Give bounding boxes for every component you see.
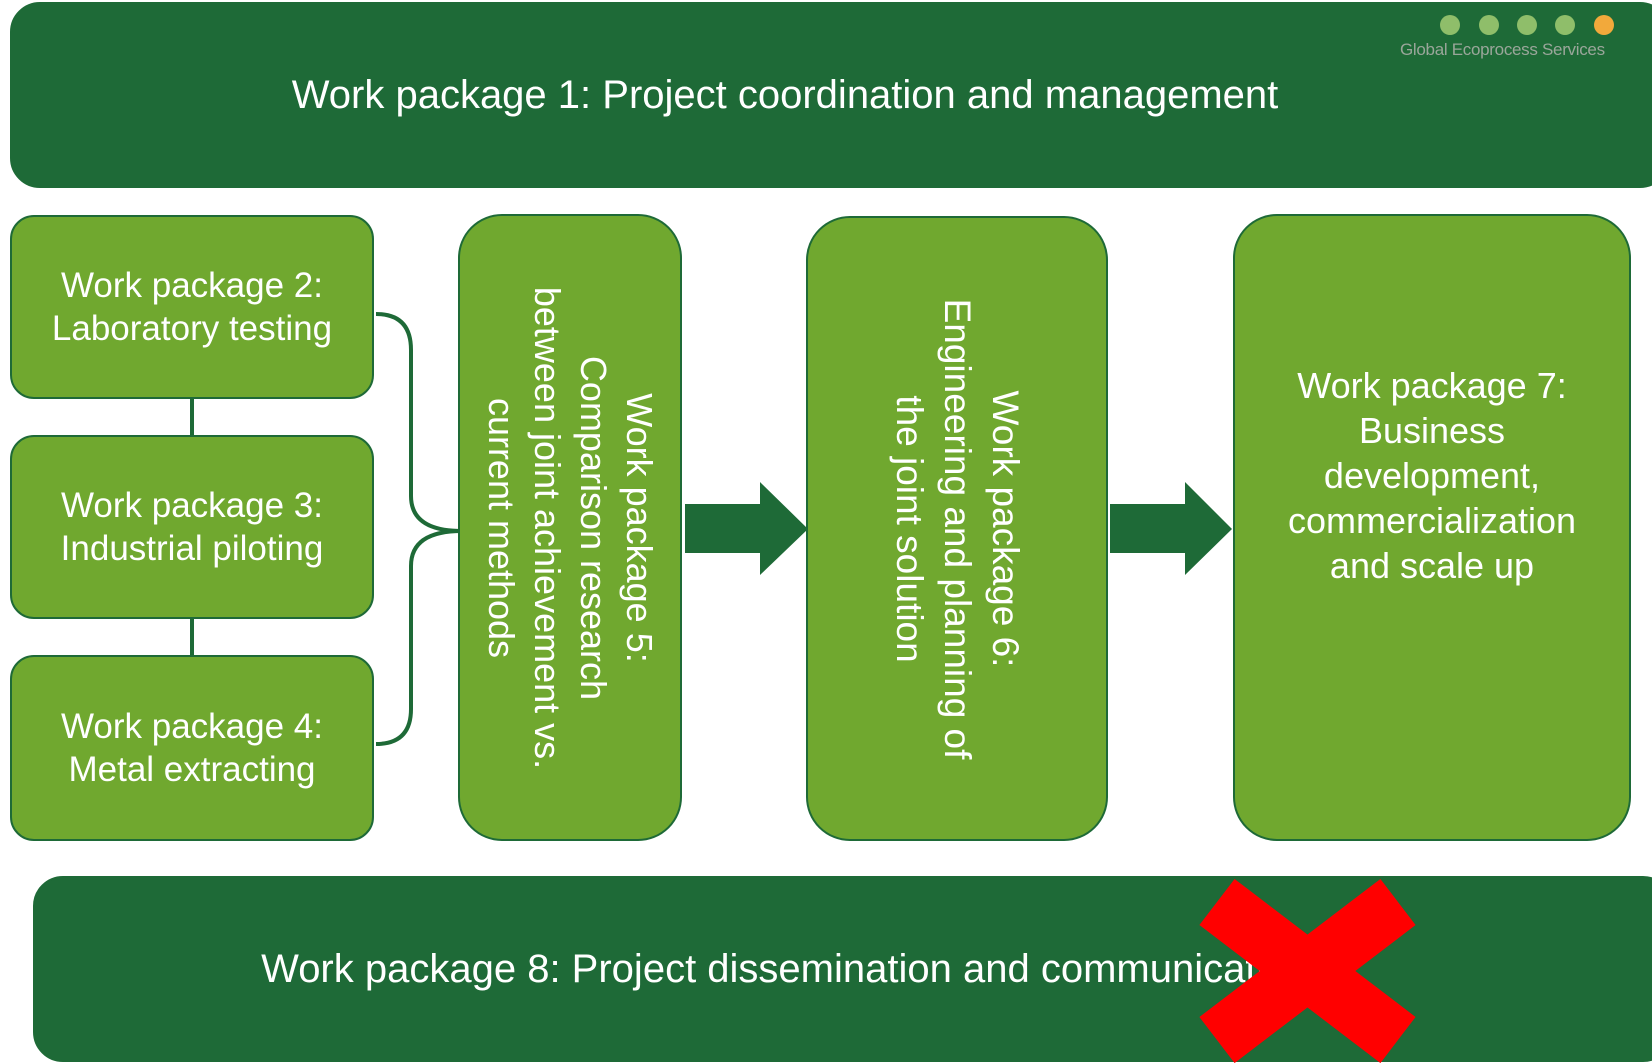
work-package-6-line-1: Work package 6: — [985, 390, 1027, 667]
work-package-4-line-2: Metal extracting — [68, 750, 316, 789]
curly-brace — [375, 312, 463, 746]
work-package-5-line-1: Work package 5: — [619, 392, 661, 663]
work-package-4-line-1: Work package 4: — [61, 706, 323, 746]
work-package-7-line-5: and scale up — [1329, 544, 1535, 586]
arrow-wp5-wp6 — [685, 482, 808, 575]
work-package-3-line-2: Industrial piloting — [60, 529, 324, 568]
work-package-5-line-2: Comparison research — [573, 355, 615, 700]
work-package-8: Work package 8: Project dissemination an… — [33, 876, 1652, 1062]
logo-dot-3 — [1517, 15, 1537, 35]
work-package-3-line-1: Work package 3: — [61, 485, 323, 525]
work-package-8-label: Work package 8: Project dissemination an… — [261, 946, 1310, 991]
work-package-5-line-4: current methods — [480, 397, 522, 658]
logo-text: Global Ecoprocess Services — [1400, 40, 1605, 59]
work-package-3: Work package 3: Industrial piloting — [10, 435, 374, 619]
work-package-2-line-1: Work package 2: — [60, 265, 323, 305]
work-package-5-line-3: between joint achievement vs. — [527, 286, 568, 769]
work-package-6: Work package 6: Engineering and planning… — [806, 216, 1108, 841]
work-package-1: Work package 1: Project coordination and… — [10, 2, 1652, 188]
work-package-7: Work package 7: Business development, co… — [1233, 214, 1631, 841]
work-package-1-label: Work package 1: Project coordination and… — [291, 72, 1279, 117]
arrow-wp6-wp7 — [1110, 482, 1232, 575]
work-package-7-line-4: commercialization — [1287, 499, 1577, 541]
work-package-7-line-1: Work package 7: — [1297, 364, 1567, 406]
work-package-6-line-3: the joint solution — [888, 394, 930, 663]
logo-dot-1 — [1440, 15, 1460, 35]
work-package-2-line-2: Laboratory testing — [51, 309, 333, 348]
work-package-6-line-2: Engineering and planning of — [937, 298, 979, 759]
work-package-5: Work package 5: Comparison research betw… — [458, 214, 682, 841]
logo: Global Ecoprocess Services — [1398, 8, 1638, 68]
logo-dot-4 — [1555, 15, 1575, 35]
work-package-7-line-3: development, — [1323, 454, 1541, 496]
logo-dot-2 — [1479, 15, 1499, 35]
logo-dot-5 — [1594, 15, 1614, 35]
work-package-7-line-2: Business — [1358, 409, 1506, 451]
work-package-2: Work package 2: Laboratory testing — [10, 215, 374, 399]
work-package-4: Work package 4: Metal extracting — [10, 655, 374, 841]
